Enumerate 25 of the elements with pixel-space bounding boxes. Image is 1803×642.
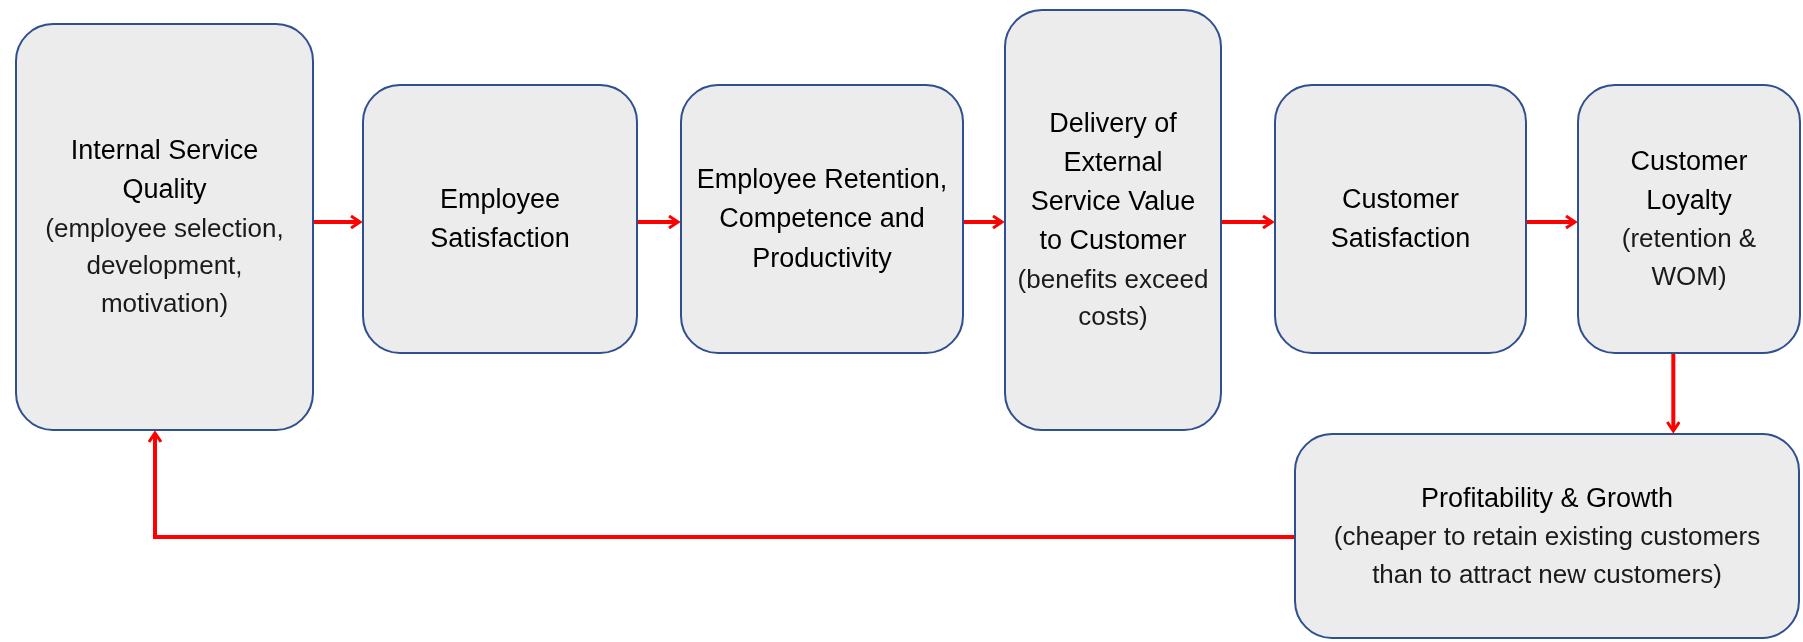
box-description: (cheaper to retain existing customers than to attract new customers)	[1332, 519, 1762, 591]
box-description: (benefits exceed costs)	[1016, 262, 1210, 334]
arrow	[964, 214, 1004, 230]
box-description: (employee selection, development, motivation)	[44, 211, 285, 320]
process-box	[1274, 84, 1527, 354]
arrow	[1222, 214, 1274, 230]
box-description: (retention & WOM)	[1620, 222, 1758, 294]
box-heading: Profitability & Growth	[1420, 481, 1674, 515]
process-box	[362, 84, 638, 354]
arrow	[1665, 354, 1681, 433]
process-box	[1294, 433, 1800, 639]
process-box	[1004, 9, 1222, 431]
arrow	[638, 214, 680, 230]
box-heading: Internal Service Quality	[69, 134, 260, 207]
process-box	[15, 23, 314, 431]
box-heading: Customer Loyalty	[1629, 145, 1749, 218]
arrow	[147, 431, 1294, 539]
arrow	[314, 214, 362, 230]
box-heading: Delivery of External Service Value to Customer	[1029, 107, 1197, 258]
process-box	[680, 84, 964, 354]
process-box	[1577, 84, 1801, 354]
box-heading: Employee Retention, Competence and Productivity	[695, 163, 949, 275]
box-heading: Employee Satisfaction	[429, 182, 571, 255]
arrow	[1527, 214, 1577, 230]
box-heading: Customer Satisfaction	[1329, 182, 1472, 255]
